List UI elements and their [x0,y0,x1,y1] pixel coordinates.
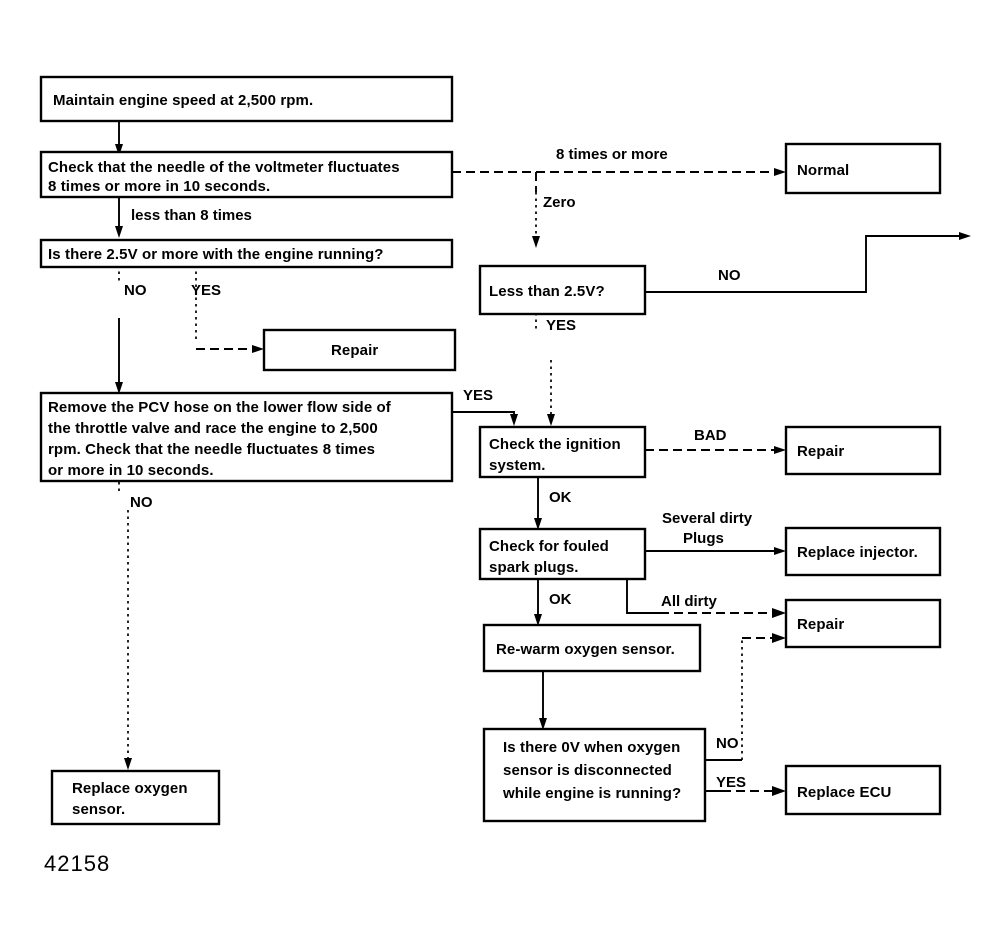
connector-ignition-ok-to-plugs [534,478,542,530]
node-maintain-speed-line-0: Maintain engine speed at 2,500 rpm. [53,92,313,109]
node-is-there-2-5v-line-0: Is there 2.5V or more with the engine ru… [48,246,383,263]
edge-label-yes-3: YES [463,387,493,404]
node-is-there-2-5v[interactable]: Is there 2.5V or more with the engine ru… [39,238,454,269]
node-is-there-0v-line-0: Is there 0V when oxygen [503,739,680,756]
node-replace-oxygen-sensor-line-1: sensor. [72,801,125,818]
node-remove-pcv-line-2: rpm. Check that the needle fluctuates 8 … [48,441,375,458]
edge-label-zero: Zero [543,194,576,211]
connector-is25v-no-to-pcv [115,265,123,394]
node-replace-ecu-line-0: Replace ECU [797,784,891,801]
node-replace-injector-line-0: Replace injector. [797,544,918,561]
edge-label-ok-2: OK [549,591,572,608]
node-check-ignition-line-1: system. [489,457,546,474]
node-check-plugs[interactable]: Check for fouled spark plugs. [478,527,647,581]
node-check-plugs-line-0: Check for fouled [489,538,609,555]
edge-label-no-3: NO [130,494,153,511]
node-less-than-2-5v[interactable]: Less than 2.5V? [478,264,647,316]
edge-label-yes-1: YES [191,282,221,299]
edge-label-eight-times-or-more: 8 times or more [556,146,668,163]
connector-is0v-yes-to-ecu [705,786,786,796]
connector-pcv-no-down [118,482,132,770]
node-maintain-speed[interactable]: Maintain engine speed at 2,500 rpm. [39,75,454,123]
connector-is25v-yes-to-repair [195,265,264,353]
node-normal[interactable]: Normal [784,142,942,195]
edge-label-bad: BAD [694,427,727,444]
node-check-ignition-line-0: Check the ignition [489,436,621,453]
edge-label-yes-4: YES [716,774,746,791]
node-normal-line-0: Normal [797,162,849,179]
node-remove-pcv[interactable]: Remove the PCV hose on the lower flow si… [39,391,454,483]
node-is-there-0v[interactable]: Is there 0V when oxygen sensor is discon… [482,727,707,823]
node-repair-ignition[interactable]: Repair [784,425,942,476]
connector-plugs-to-injector [645,547,786,555]
node-check-ignition[interactable]: Check the ignition system. [478,425,647,479]
node-repair-plugs-line-0: Repair [797,616,844,633]
connector-rewarm-to-is0v [539,670,547,730]
node-remove-pcv-line-1: the throttle valve and race the engine t… [48,420,378,437]
edge-label-all-dirty: All dirty [661,593,717,610]
connector-zero-branch [532,172,540,248]
edge-label-yes-2: YES [546,317,576,334]
connector-ignition-bad-to-repair [645,446,786,454]
connector-less25v-no-exit [645,232,971,293]
node-rewarm-sensor[interactable]: Re-warm oxygen sensor. [482,623,702,673]
connector-is0v-no-to-repair [705,633,786,761]
node-check-plugs-line-1: spark plugs. [489,559,579,576]
node-replace-oxygen-sensor-line-0: Replace oxygen [72,780,188,797]
connector-yes-chain-to-ignition [547,360,555,426]
node-replace-oxygen-sensor[interactable]: Replace oxygen sensor. [50,769,221,826]
node-check-needle-line-1: 8 times or more in 10 seconds. [48,178,270,195]
connector-plugs-ok-to-rewarm [534,578,542,626]
node-check-needle[interactable]: Check that the needle of the voltmeter f… [39,150,454,199]
node-repair-ignition-line-0: Repair [797,443,844,460]
node-is-there-0v-line-2: while engine is running? [502,785,681,802]
connector-maintain-to-check [115,120,123,156]
node-is-there-0v-line-1: sensor is disconnected [503,762,672,779]
edge-label-ok-1: OK [549,489,572,506]
edge-label-no-2: NO [718,267,741,284]
node-replace-injector[interactable]: Replace injector. [784,526,942,577]
edge-label-plugs: Plugs [683,530,724,547]
edge-label-no-1: NO [124,282,147,299]
node-check-needle-line-0: Check that the needle of the voltmeter f… [48,159,400,176]
node-repair-plugs[interactable]: Repair [784,598,942,649]
node-remove-pcv-line-0: Remove the PCV hose on the lower flow si… [48,399,392,416]
node-repair-upper-line-0: Repair [331,342,378,359]
connector-check-to-normal [452,168,786,176]
edge-label-several-dirty: Several dirty [662,510,753,527]
connector-plugs-alldirty-to-repair [626,578,786,618]
node-rewarm-sensor-line-0: Re-warm oxygen sensor. [496,641,675,658]
edge-label-less-than-8-times: less than 8 times [131,207,252,224]
node-remove-pcv-line-3: or more in 10 seconds. [48,462,214,479]
figure-caption: 42158 [44,851,110,876]
node-replace-ecu[interactable]: Replace ECU [784,764,942,816]
node-less-than-2-5v-line-0: Less than 2.5V? [489,283,605,300]
node-repair-upper[interactable]: Repair [262,328,457,372]
edge-label-no-4: NO [716,735,739,752]
connector-check-to-is25v [115,196,123,238]
